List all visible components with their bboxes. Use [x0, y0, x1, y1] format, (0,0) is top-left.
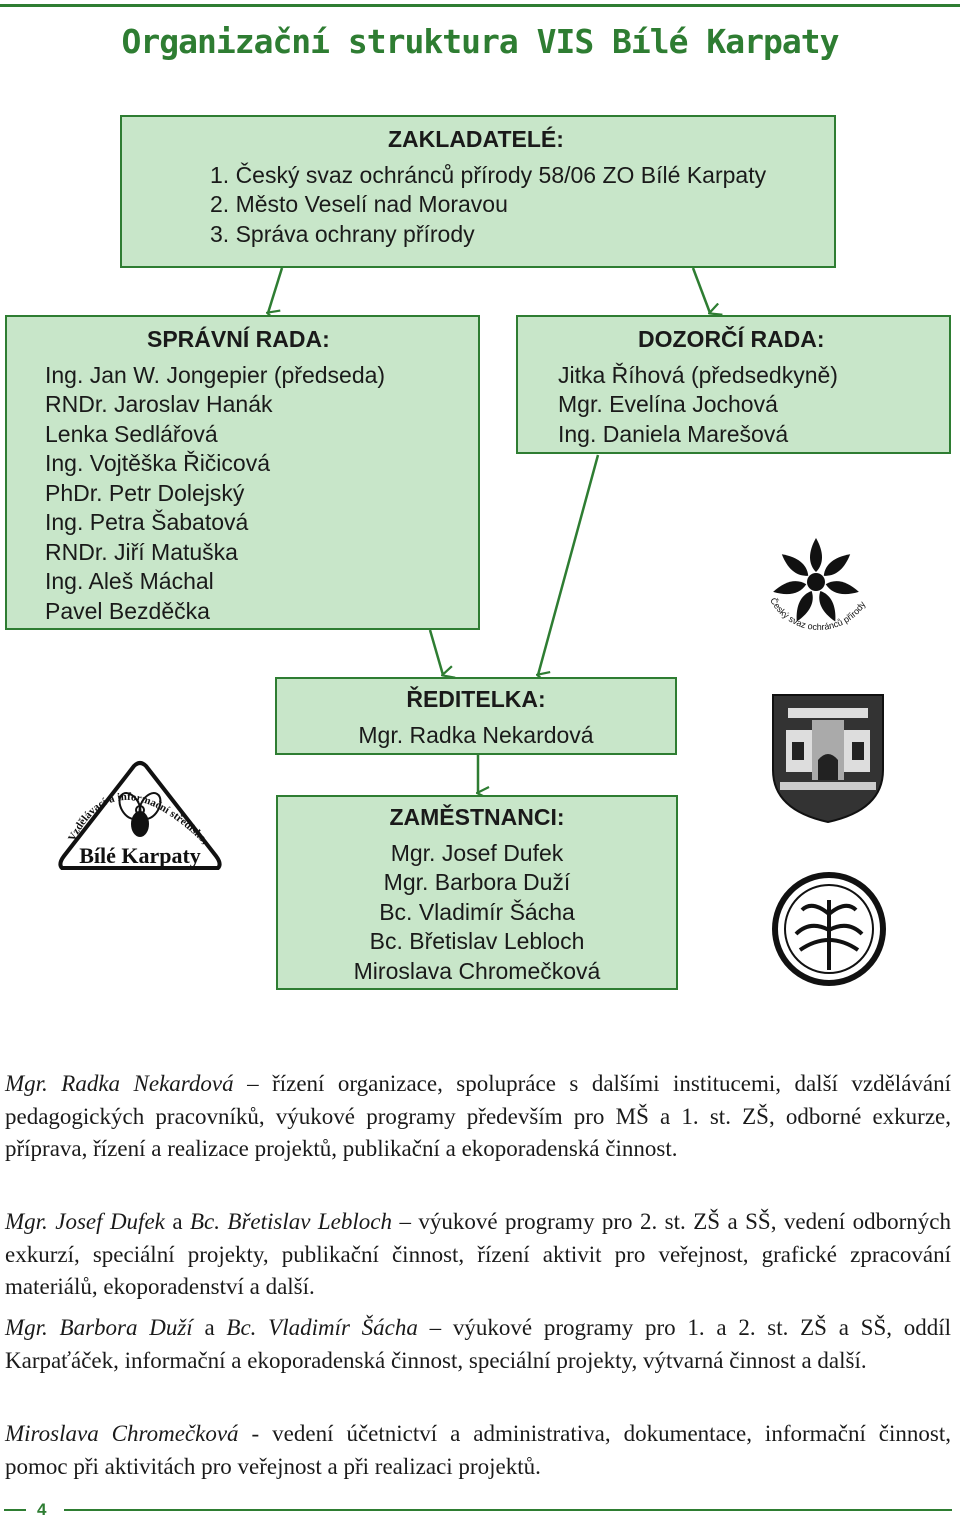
- director-name: Mgr. Radka Nekardová: [358, 721, 594, 748]
- desc-conjunction: a: [164, 1209, 190, 1234]
- description-dufek-lebloch: Mgr. Josef Dufek a Bc. Břetislav Lebloch…: [5, 1206, 951, 1304]
- arrow-supervisory-to-director: [538, 454, 600, 675]
- page-number: 4: [37, 1500, 47, 1519]
- staff-member: Mgr. Josef Dufek: [390, 839, 564, 866]
- csop-logo-text: Český svaz ochránců přírody: [768, 596, 868, 632]
- board-member: Ing. Jan W. Jongepier (předseda): [45, 361, 386, 388]
- tree-circle-emblem-icon: [772, 872, 886, 986]
- desc-person-name: Mgr. Barbora Duží: [5, 1315, 193, 1340]
- supervisory-member: Ing. Daniela Marešová: [558, 420, 789, 447]
- supervisory-box: DOZORČÍ RADA: Jitka Říhová (předsedkyně)…: [516, 315, 951, 454]
- desc-conjunction: a: [192, 1315, 227, 1340]
- desc-separator: –: [233, 1071, 273, 1096]
- svg-text:Český svaz ochránců přírody: Český svaz ochránců přírody: [768, 596, 868, 632]
- desc-text: výukové programy pro 1. a 2. st. ZŠ a SŠ…: [5, 1315, 952, 1373]
- board-member: RNDr. Jiří Matuška: [45, 538, 238, 565]
- arrow-founders-to-board: [268, 267, 284, 313]
- top-rule: [0, 4, 960, 7]
- description-chromeckova: Miroslava Chromečková - vedení účetnictv…: [5, 1418, 951, 1483]
- board-member: PhDr. Petr Dolejský: [45, 479, 245, 506]
- staff-member: Miroslava Chromečková: [353, 957, 601, 984]
- founders-box: ZAKLADATELÉ: 1. Český svaz ochránců přír…: [120, 115, 836, 268]
- desc-separator: -: [238, 1421, 273, 1446]
- board-member: Lenka Sedlářová: [45, 420, 218, 447]
- desc-text: řízení organizace, spolupráce s dalšími …: [5, 1071, 952, 1161]
- desc-text: výukové programy pro 2. st. ZŠ a SŠ, ved…: [5, 1209, 951, 1299]
- org-chart-arrows: [0, 267, 960, 1000]
- desc-person-name: Bc. Břetislav Lebloch: [189, 1209, 392, 1234]
- castle-coat-of-arms-icon: [772, 694, 884, 824]
- desc-person-name: Bc. Vladimír Šácha: [226, 1315, 418, 1340]
- staff-member: Bc. Vladimír Šácha: [379, 898, 575, 925]
- vis-logo-name: Bílé Karpaty: [79, 843, 201, 868]
- footer-rule-right: [64, 1509, 952, 1511]
- description-duzi-sacha: Mgr. Barbora Duží a Bc. Vladimír Šácha –…: [5, 1312, 951, 1377]
- founder-item: 2. Město Veselí nad Moravou: [210, 191, 508, 217]
- supervisory-member: Jitka Říhová (předsedkyně): [558, 361, 838, 388]
- founder-item: 3. Správa ochrany přírody: [210, 220, 475, 247]
- founders-heading: ZAKLADATELÉ:: [388, 126, 564, 152]
- director-box: ŘEDITELKA: Mgr. Radka Nekardová: [275, 677, 677, 755]
- desc-person-name: Mgr. Josef Dufek: [5, 1209, 165, 1234]
- orchid-icon: Vzdělávací a informační středisko, o.p.s…: [56, 756, 222, 870]
- page-title: Organizační struktura VIS Bílé Karpaty: [121, 22, 840, 61]
- board-member: Pavel Bezděčka: [45, 597, 210, 624]
- footer-rule-left: [4, 1509, 26, 1511]
- board-heading: SPRÁVNÍ RADA:: [147, 326, 330, 352]
- arrow-board-to-director: [428, 629, 443, 675]
- description-director: Mgr. Radka Nekardová – řízení organizace…: [5, 1068, 951, 1166]
- board-box: SPRÁVNÍ RADA: Ing. Jan W. Jongepier (pře…: [5, 315, 480, 630]
- director-heading: ŘEDITELKA:: [406, 686, 546, 712]
- founder-item: 1. Český svaz ochránců přírody 58/06 ZO …: [210, 161, 767, 188]
- desc-person-name: Miroslava Chromečková: [5, 1421, 239, 1446]
- desc-text: vedení účetnictví a administrativa, doku…: [5, 1421, 951, 1479]
- desc-separator: –: [392, 1209, 419, 1234]
- staff-box: ZAMĚSTNANCI: Mgr. Josef Dufek Mgr. Barbo…: [276, 795, 678, 990]
- flower-star-icon: Český svaz ochránců přírody: [768, 538, 868, 632]
- desc-separator: –: [417, 1315, 453, 1340]
- arrow-founders-to-supervisory: [691, 267, 710, 313]
- staff-member: Mgr. Barbora Duží: [383, 869, 571, 895]
- board-member: Ing. Vojtěška Řičicová: [45, 450, 271, 476]
- board-member: Ing. Petra Šabatová: [45, 509, 249, 535]
- board-member: Ing. Aleš Máchal: [45, 568, 214, 594]
- supervisory-heading: DOZORČÍ RADA:: [638, 326, 825, 352]
- board-member: RNDr. Jaroslav Hanák: [45, 391, 273, 417]
- supervisory-member: Mgr. Evelína Jochová: [558, 391, 778, 417]
- staff-heading: ZAMĚSTNANCI:: [389, 804, 565, 830]
- staff-member: Bc. Břetislav Lebloch: [369, 928, 585, 954]
- desc-person-name: Mgr. Radka Nekardová: [5, 1071, 234, 1096]
